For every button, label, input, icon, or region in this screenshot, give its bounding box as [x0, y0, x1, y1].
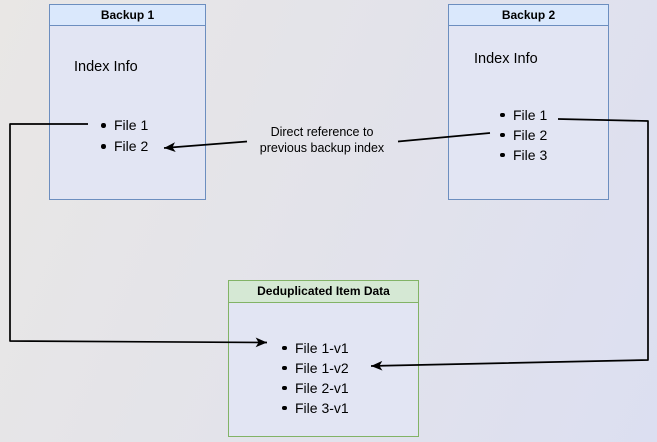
file-item: File 2-v1	[281, 378, 349, 398]
direct-reference-label-line1: Direct reference to	[270, 125, 374, 139]
backup2-box: Backup 2 Index Info File 1 File 2 File 3	[448, 4, 609, 200]
backup2-index-info-label: Index Info	[474, 51, 538, 67]
file-item: File 2	[100, 136, 148, 157]
dedup-file-list: File 1-v1 File 1-v2 File 2-v1 File 3-v1	[281, 338, 349, 418]
backup1-index-info-label: Index Info	[74, 59, 138, 75]
file-item: File 1	[499, 105, 547, 125]
backup2-file-list: File 1 File 2 File 3	[499, 105, 547, 165]
backup1-box: Backup 1 Index Info File 1 File 2	[49, 4, 206, 200]
file-item: File 1-v1	[281, 338, 349, 358]
file-item: File 3-v1	[281, 398, 349, 418]
file-item: File 1-v2	[281, 358, 349, 378]
file-item: File 2	[499, 125, 547, 145]
file-item: File 3	[499, 145, 547, 165]
backup1-file-list: File 1 File 2	[100, 115, 148, 157]
file-item: File 1	[100, 115, 148, 136]
dedup-title: Deduplicated Item Data	[229, 281, 418, 303]
direct-reference-label-line2: previous backup index	[259, 140, 385, 155]
direct-reference-label: Direct reference to previous backup inde…	[212, 125, 432, 156]
dedup-box: Deduplicated Item Data File 1-v1 File 1-…	[228, 280, 419, 437]
backup2-title: Backup 2	[449, 5, 608, 26]
backup1-title: Backup 1	[50, 5, 205, 26]
